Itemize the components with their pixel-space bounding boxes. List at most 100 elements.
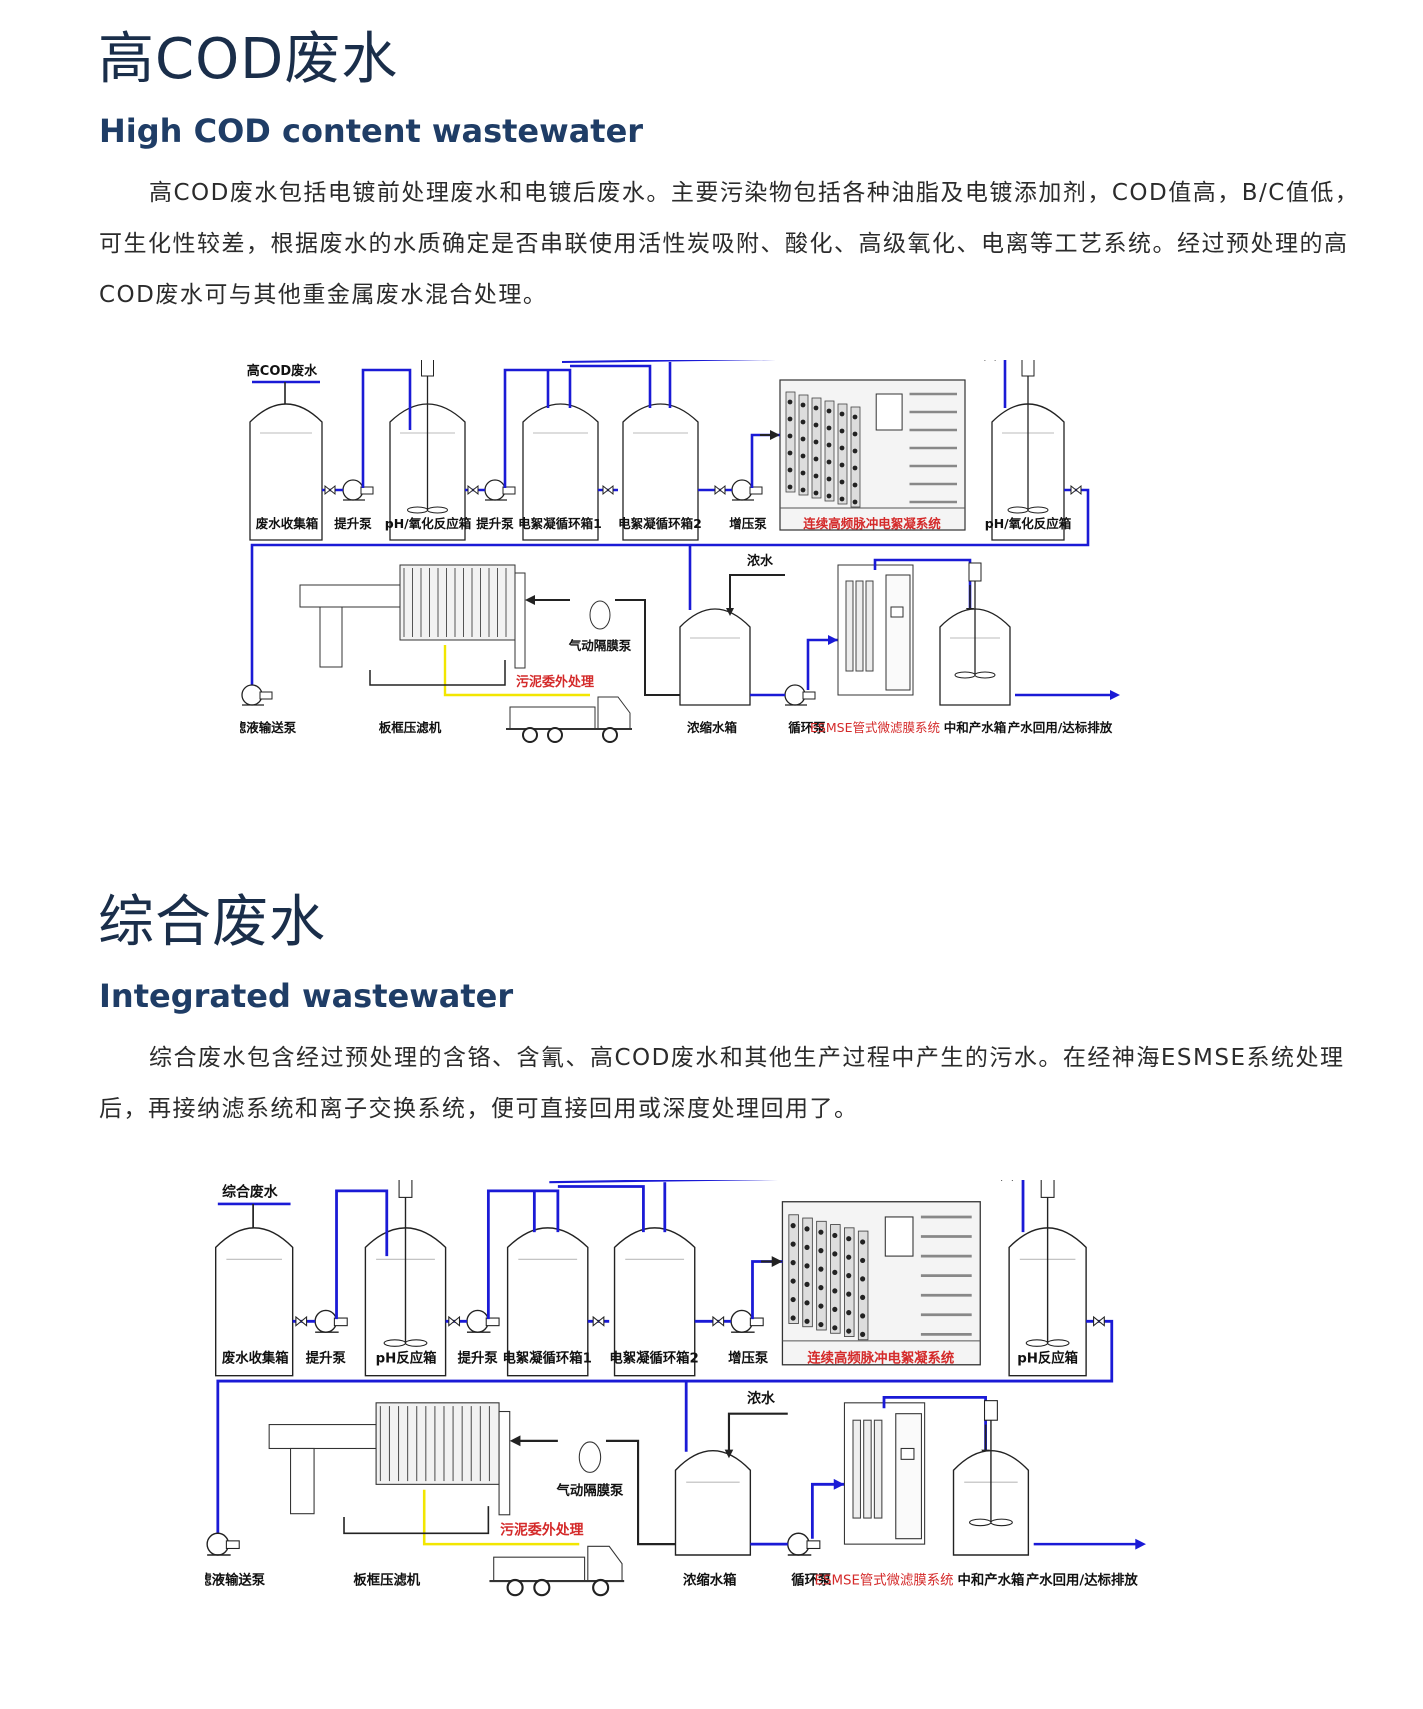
- electrode-node: [846, 1328, 852, 1334]
- mixer-motor-icon: [983, 1400, 998, 1421]
- electrode-node: [852, 499, 858, 505]
- membrane-tube: [863, 1419, 872, 1519]
- pump-outlet: [502, 486, 516, 495]
- inlet-label: 高COD废水: [247, 363, 318, 379]
- electrode-node: [804, 1263, 810, 1269]
- pipe-line: [503, 368, 572, 488]
- truck-bed: [493, 1556, 586, 1582]
- electrode-node: [813, 490, 819, 496]
- press-plates: [375, 1402, 500, 1485]
- electrode-node: [813, 405, 819, 411]
- reaction-tank: [389, 360, 466, 541]
- sludge-line: [422, 1489, 580, 1546]
- truck-cab: [597, 696, 631, 730]
- arrow-head-icon: [833, 1478, 845, 1490]
- wheel-icon: [533, 1578, 551, 1597]
- arrow-head-icon: [771, 1256, 783, 1267]
- equipment-label: pH/氧化反应箱: [385, 516, 472, 531]
- electrode-node: [832, 1269, 838, 1275]
- mixer-blade: [954, 671, 976, 679]
- electrode-node: [832, 1306, 838, 1312]
- mixer-blade: [1025, 1339, 1049, 1347]
- valve-icon: [467, 484, 479, 496]
- reaction-tank-2: [1008, 1180, 1087, 1377]
- truck-bed: [509, 706, 596, 730]
- wheel-icon: [522, 727, 538, 743]
- drain-line: [343, 1506, 490, 1535]
- reaction-tank: [364, 1180, 447, 1377]
- pipe-line: [1021, 1180, 1025, 1233]
- valve-icon: [324, 484, 336, 496]
- equipment-label: 循环泵: [788, 720, 826, 735]
- electrode-node: [818, 1248, 824, 1254]
- equipment-label: 循环泵: [791, 1571, 832, 1588]
- section-paragraph: 综合废水包含经过预处理的含铬、含氰、高COD废水和其他生产过程中产生的污水。在经…: [99, 1045, 1345, 1122]
- pipe-line: [549, 1180, 779, 1184]
- concentrate-tank: [674, 1449, 752, 1556]
- electrode-node: [804, 1281, 810, 1287]
- electrode-node: [832, 1232, 838, 1239]
- pump-body: [730, 1309, 754, 1333]
- electrode-node: [818, 1229, 824, 1235]
- mixer-blade: [990, 1518, 1013, 1527]
- equipment-label: 连续高频脉冲电絮凝系统: [803, 516, 941, 531]
- valve-icon: [1093, 1315, 1105, 1327]
- mixer-motor-icon: [1040, 1180, 1055, 1198]
- membrane-panel-icon: [900, 1447, 915, 1460]
- membrane-system-icon: [837, 564, 914, 696]
- electrode-node: [804, 1318, 810, 1324]
- pipe-line: [751, 1260, 783, 1320]
- section-title-cn: 高COD废水: [98, 27, 399, 92]
- diaphragm-pump-label: 气动隔膜泵: [568, 638, 632, 653]
- membrane-cabinet: [895, 1413, 922, 1540]
- equipment-label: pH反应箱: [1017, 1350, 1078, 1367]
- membrane-tube: [852, 1419, 862, 1519]
- tank-body: [214, 1227, 294, 1377]
- equipment-label: 滤液输送泵: [240, 720, 297, 735]
- electrode-node: [839, 411, 845, 417]
- electrode-node: [826, 425, 832, 431]
- electrode-node: [832, 1251, 838, 1257]
- sludge-feed-line: [615, 599, 680, 696]
- pipe-line: [557, 1185, 645, 1233]
- pump-icon: [784, 684, 816, 706]
- equipment-label: 电絮凝循环箱2: [609, 1350, 698, 1367]
- wheel-icon: [547, 727, 563, 743]
- electrocoagulation-unit-icon: [779, 379, 966, 531]
- pipe-line: [561, 360, 777, 363]
- mixer-blade: [1007, 506, 1029, 514]
- electrode-column: [811, 397, 822, 499]
- arrow-head-icon: [1110, 690, 1120, 700]
- electrode-node: [839, 428, 845, 434]
- equipment-label: ESMSE管式微滤膜系统: [815, 1572, 954, 1588]
- pump-body: [731, 479, 753, 501]
- mixer-motor-icon: [398, 1180, 413, 1198]
- electrode-node: [818, 1303, 824, 1309]
- electrode-node: [787, 399, 793, 405]
- sludge-label: 污泥委外处理: [500, 1521, 583, 1538]
- electrode-node: [839, 462, 845, 468]
- truck-icon: [506, 696, 632, 743]
- sludge-label: 污泥委外处理: [516, 674, 594, 690]
- electrode-node: [800, 436, 806, 442]
- pipe-line: [1003, 360, 1007, 408]
- equipment-label: 废水收集箱: [256, 516, 319, 531]
- electrode-node: [839, 445, 845, 451]
- electrode-column: [844, 1227, 855, 1337]
- arrow-head-icon: [770, 430, 780, 440]
- equipment-label: 连续高频脉冲电絮凝系统: [807, 1350, 954, 1367]
- press-end: [498, 1410, 511, 1516]
- arrow-head-icon: [509, 1435, 521, 1447]
- press-stand: [290, 1447, 315, 1515]
- neutral-tank: [939, 562, 1011, 706]
- electrode-node: [832, 1288, 838, 1294]
- membrane-tube: [873, 1419, 883, 1519]
- press-stand: [319, 606, 343, 668]
- mixer-blade: [407, 506, 428, 514]
- electrode-column: [850, 406, 861, 508]
- pump-icon: [342, 479, 374, 501]
- electrode-node: [826, 493, 832, 499]
- electrode-node: [832, 1325, 838, 1331]
